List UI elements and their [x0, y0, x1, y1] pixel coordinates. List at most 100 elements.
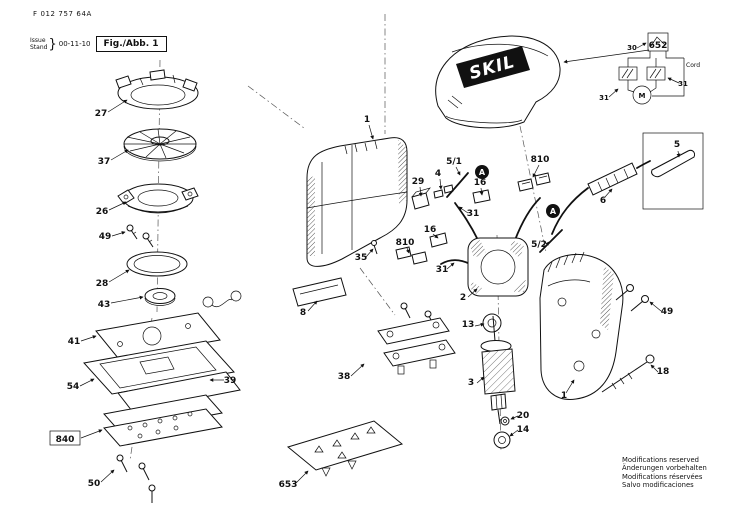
part-brush-810-left [395, 246, 428, 265]
callout-49-right: 49 [661, 307, 674, 317]
issue-date: 00-11-10 [58, 40, 91, 48]
part-screws-49-right [615, 284, 649, 312]
cord-group [551, 132, 704, 235]
part-base-frame-54 [83, 340, 235, 395]
part-lower-housing-1 [539, 251, 624, 400]
part-switch-block-29 [411, 187, 431, 210]
callout-31-upper: 31 [467, 209, 480, 219]
schematic-callout-31-right: 31 [678, 80, 688, 88]
callout-38: 38 [338, 372, 351, 382]
wire-31-right [514, 197, 541, 241]
part-connector-16-left [429, 232, 448, 248]
part-cord-5 [651, 149, 695, 178]
part-field-coil-2 [467, 237, 529, 297]
skil-logo-badge [456, 46, 530, 88]
part-screw-18 [601, 354, 655, 393]
callout-1-bottom: 1 [561, 391, 567, 401]
schematic-coil-left [618, 66, 638, 81]
callout-18: 18 [657, 367, 670, 377]
part-mounting-plate-41 [95, 290, 242, 359]
schematic-wires [627, 51, 685, 97]
doc-number: F 012 757 64A [33, 10, 92, 18]
part-screws-50 [116, 454, 156, 503]
brace-glyph: } [48, 36, 57, 52]
callout-810-left: 810 [396, 238, 415, 248]
detail-badge-A-second: A [546, 204, 560, 218]
callout-5: 5 [674, 140, 680, 150]
callout-labels: 27 37 26 49 28 43 41 54 39 840 50 1 8 35… [49, 41, 680, 490]
part-bearing-flange-26 [117, 183, 199, 214]
callout-16-left: 16 [424, 225, 437, 235]
part-dust-box-652: SKIL [435, 35, 561, 129]
callout-5-1: 5/1 [446, 157, 462, 167]
part-small-parts-4 [433, 184, 454, 199]
callout-35: 35 [355, 253, 368, 263]
modifications-line-es: Salvo modificaciones [622, 481, 694, 490]
schematic-motor: M [632, 85, 652, 105]
issue-stand-block: Issue Stand [30, 37, 47, 51]
part-bearing-13 [482, 313, 502, 333]
part-sanding-pads-840 [103, 394, 223, 447]
callout-8: 8 [300, 308, 306, 318]
part-bottom-plate-653 [286, 420, 404, 477]
callout-28: 28 [96, 279, 109, 289]
wire-31-upper [454, 202, 479, 241]
right-housing-group [539, 251, 655, 400]
callout-41: 41 [68, 337, 81, 347]
part-upper-housing-1 [306, 137, 408, 267]
part-bracket-set-38 [377, 302, 456, 375]
part-clamp-ring-27 [115, 69, 199, 110]
modifications-line-fr: Modifications réservées [622, 472, 703, 481]
callout-14: 14 [517, 425, 530, 435]
part-bearing-14 [493, 431, 511, 449]
modifications-note: Modifications reserved Änderungen vorbeh… [622, 456, 707, 490]
issue-label: Issue [30, 37, 46, 44]
callout-3: 3 [468, 378, 474, 388]
wire-5-2 [539, 229, 563, 253]
part-connector-16-right [472, 189, 491, 204]
schematic-callout-31-left: 31 [599, 94, 609, 102]
wire-5-1 [446, 172, 469, 198]
callout-6: 6 [600, 196, 606, 206]
badge-A-first-label: A [479, 168, 486, 177]
wire-31-lower [440, 259, 471, 265]
callout-4: 4 [435, 169, 441, 179]
part-screws-49-left [126, 224, 154, 248]
callout-653: 653 [279, 480, 298, 490]
cable-curve [551, 187, 589, 235]
part-bearing-43 [144, 288, 176, 306]
motor-symbol-label: M [639, 92, 646, 100]
part-strain-relief-6 [587, 162, 638, 196]
callout-2: 2 [460, 293, 466, 303]
doc-header-row: Issue Stand } 00-11-10 Fig./Abb. 1 [30, 36, 167, 52]
callout-37: 37 [98, 157, 111, 167]
modifications-line-de: Änderungen vorbehalten [622, 464, 707, 473]
callout-840-box [49, 430, 81, 446]
callout-5-2: 5/2 [531, 240, 547, 250]
callout-50: 50 [88, 479, 101, 489]
schematic-coil-right [646, 66, 666, 81]
callout-43: 43 [98, 300, 111, 310]
cord-variant-box [642, 132, 704, 210]
part-brush-810-right [517, 172, 551, 192]
part-screw-35 [371, 240, 378, 255]
part-armature-3 [480, 315, 516, 425]
badge-A-second-label: A [550, 207, 557, 216]
wiring-schematic: M 30 31 31 Cord [599, 32, 700, 105]
leader-lines [79, 49, 681, 485]
callout-29: 29 [412, 177, 425, 187]
callout-840: 840 [56, 435, 75, 445]
schematic-cord-label: Cord [686, 62, 700, 69]
callout-652: 652 [649, 41, 668, 51]
callout-20: 20 [517, 411, 530, 421]
part-washer-20 [500, 416, 510, 426]
callout-54: 54 [67, 382, 80, 392]
callout-16-right: 16 [474, 178, 487, 188]
callout-13: 13 [462, 320, 475, 330]
callout-810-right: 810 [531, 155, 550, 165]
schematic-switch-30 [647, 32, 669, 52]
figure-label-box: Fig./Abb. 1 [95, 36, 167, 52]
part-fan-37 [123, 128, 197, 162]
